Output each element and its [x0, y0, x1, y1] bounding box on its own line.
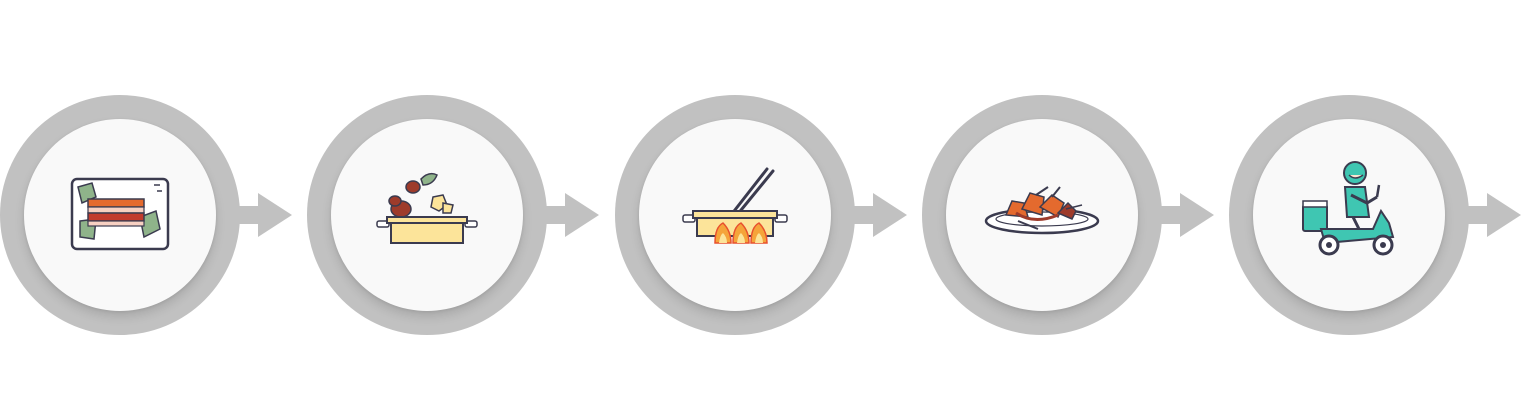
arrow-right-icon	[1118, 193, 1214, 237]
packaged-ingredients-icon	[70, 177, 170, 251]
step-prepare-ingredients	[0, 95, 300, 335]
arrow-right-icon	[811, 193, 907, 237]
ingredients-pan-icon	[376, 172, 478, 244]
step-add-to-pan	[307, 95, 607, 335]
plated-dish-icon	[984, 186, 1100, 235]
arrow-right-icon	[196, 193, 292, 237]
step-deliver	[1229, 95, 1522, 335]
arrow-right-icon	[1425, 193, 1521, 237]
arrow-right-icon	[503, 193, 599, 237]
cooking-pan-flame-icon	[682, 167, 788, 244]
step-plate	[922, 95, 1222, 335]
step-disc	[331, 119, 523, 311]
step-cook	[615, 95, 915, 335]
delivery-scooter-icon	[1302, 161, 1395, 256]
